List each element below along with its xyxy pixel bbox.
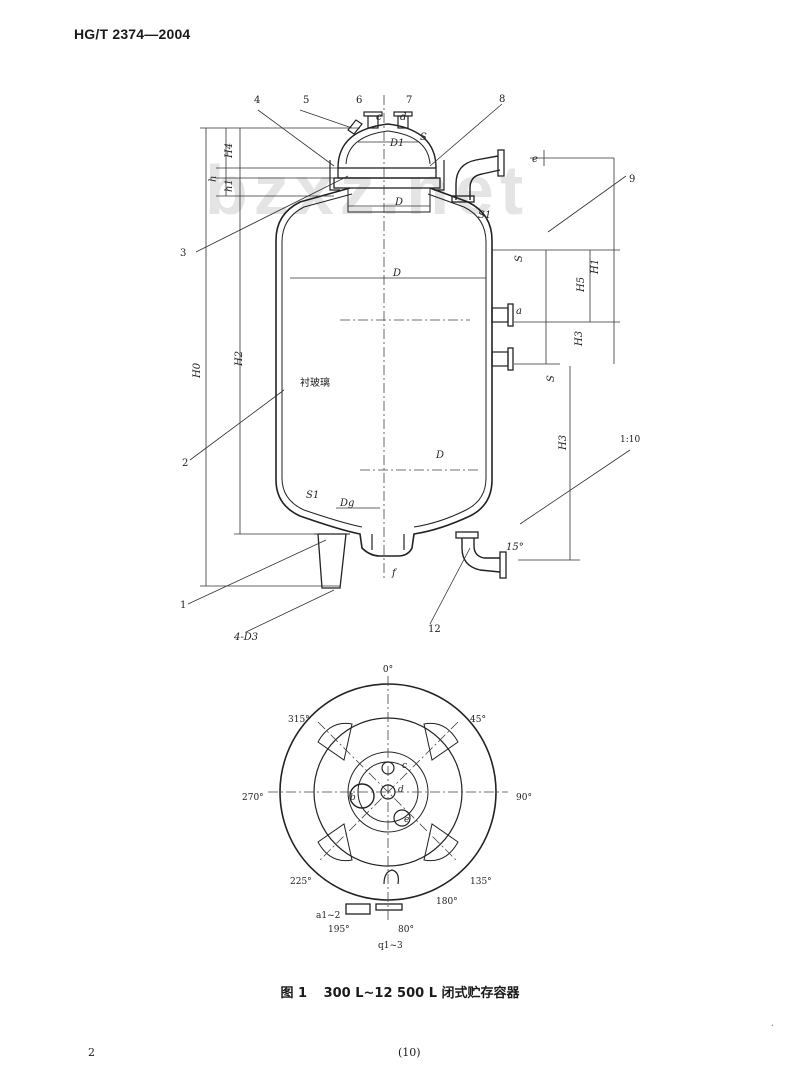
label-nozzle-e: e: [532, 154, 538, 165]
angle-80: 80°: [398, 925, 414, 935]
standard-code: HG/T 2374—2004: [74, 26, 191, 42]
label-dim-S1: S1: [478, 210, 491, 221]
angle-90: 90°: [516, 793, 532, 803]
book-page-number: (10): [398, 1046, 421, 1059]
plan-centerlines: [268, 676, 508, 920]
label-dim-D2: D: [435, 450, 444, 461]
label-dim-H3b: H3: [558, 435, 569, 451]
label-dim-H2: H2: [234, 351, 245, 367]
label-nozzle-d: d: [400, 112, 406, 123]
label-dim-S3: S: [514, 255, 525, 262]
angle-270: 270°: [242, 793, 264, 803]
label-dim-H5: H5: [576, 277, 587, 293]
page-number: 2: [88, 1046, 95, 1059]
label-nozzle-a: a: [516, 306, 522, 317]
label-part-3: 3: [180, 248, 186, 259]
label-part-7: 7: [406, 95, 412, 106]
label-dim-h1: h1: [224, 179, 235, 192]
angle-0: 0°: [383, 665, 393, 675]
label-part-9: 9: [629, 174, 635, 185]
label-dim-Dg: Dg: [339, 498, 354, 509]
figure-caption: 图 1 300 L~12 500 L 闭式贮存容器: [0, 982, 800, 1001]
caption-number: 图 1: [280, 986, 308, 1001]
label-dim-h: h: [208, 176, 219, 182]
label-part-5: 5: [303, 95, 309, 106]
plan-label-c: c: [402, 761, 407, 771]
caption-text: 300 L~12 500 L 闭式贮存容器: [323, 986, 520, 1001]
label-support: 4-D3: [233, 632, 258, 643]
label-nozzle-c: c: [376, 112, 382, 123]
dimension-lines: [187, 103, 631, 633]
corner-mark: .: [770, 1018, 774, 1029]
angle-315: 315°: [288, 715, 310, 725]
label-dim-H3: H3: [574, 331, 585, 347]
label-dim-S2: S1: [306, 490, 319, 501]
label-part-6: 6: [356, 95, 362, 106]
plan-label-e: e: [404, 815, 409, 825]
angle-180: 180°: [436, 897, 458, 907]
label-part-4: 4: [254, 95, 260, 106]
label-dim-D1: D1: [389, 138, 404, 149]
label-angle: 15°: [506, 542, 524, 553]
plan-label-d: d: [398, 785, 404, 795]
label-part-12: 12: [428, 624, 441, 635]
label-dim-D: D: [392, 268, 401, 279]
label-dim-S: S: [420, 132, 427, 143]
vessel-body: [275, 111, 514, 589]
label-part-2: 2: [182, 458, 188, 469]
label-dim-H1: H1: [590, 259, 601, 275]
label-nozzle-f: f: [391, 568, 398, 579]
angle-195: 195°: [328, 925, 350, 935]
label-ratio: 1:10: [620, 435, 640, 445]
plan-label-b: b: [350, 793, 356, 803]
label-part-1: 1: [180, 600, 186, 611]
label-dim-H0: H0: [192, 362, 203, 379]
angle-225: 225°: [290, 877, 312, 887]
label-dim-H4: H4: [224, 143, 235, 159]
label-q: q1~3: [378, 941, 403, 951]
centerlines: [340, 95, 480, 580]
angle-45: 45°: [470, 715, 486, 725]
elevation-labels: 4 5 6 7 8 9 3 2 1 12 c d a e f D D D1 D …: [180, 94, 640, 643]
plan-labels: 0° 315° 45° 270° 90° 225° 135° 180° 195°…: [242, 665, 532, 951]
label-dim-S4: S: [546, 375, 557, 382]
angle-135: 135°: [470, 877, 492, 887]
label-part-8: 8: [499, 94, 505, 105]
label-liner: 衬玻璃: [300, 376, 330, 389]
label-dim-D-neck: D: [394, 197, 403, 208]
label-a1: a1~2: [316, 911, 340, 921]
